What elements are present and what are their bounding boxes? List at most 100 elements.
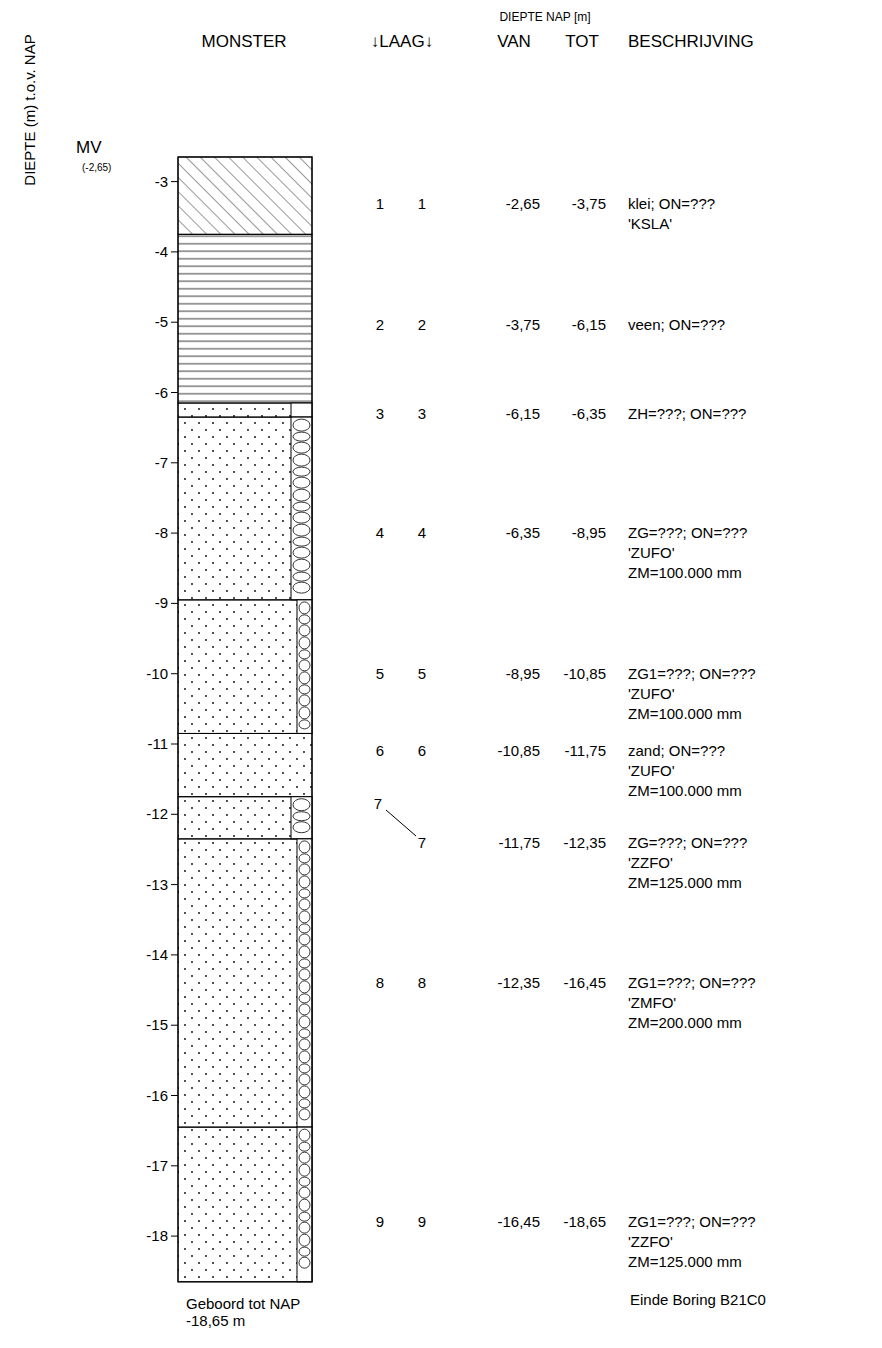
gravel-oval xyxy=(299,1222,310,1233)
depth-to: -6,35 xyxy=(572,405,606,422)
gravel-oval xyxy=(299,1187,310,1198)
depth-to: -8,95 xyxy=(572,524,606,541)
gravel-oval xyxy=(299,720,310,729)
gravel-strip xyxy=(297,1127,312,1282)
soil-layer xyxy=(178,733,312,796)
gravel-oval xyxy=(293,822,310,833)
gravel-oval xyxy=(299,1051,310,1063)
end-note: Einde Boring B21C0 xyxy=(630,1291,766,1308)
layer-description: 'ZZFO' xyxy=(628,854,673,871)
gravel-strip xyxy=(297,839,312,1127)
gravel-strip xyxy=(291,417,312,600)
depth-value: -8 xyxy=(155,524,168,541)
layer-description: 'ZUFO' xyxy=(628,544,675,561)
gravel-oval xyxy=(299,1142,310,1151)
surface-label: MV xyxy=(76,138,102,158)
soil-layer xyxy=(178,1127,312,1282)
gravel-oval xyxy=(299,876,310,888)
depth-to: -16,45 xyxy=(563,974,606,991)
gravel-oval xyxy=(293,524,310,536)
depth-value: -10 xyxy=(146,665,168,682)
depth-value: -9 xyxy=(155,595,168,612)
layer-description: 'ZMFO' xyxy=(628,994,676,1011)
gravel-oval xyxy=(299,1064,310,1073)
depth-from: -3,75 xyxy=(506,316,540,333)
gravel-oval xyxy=(299,602,310,614)
depth-tick xyxy=(171,814,178,815)
layer-description: klei; ON=??? xyxy=(628,195,715,212)
gravel-oval xyxy=(299,1257,310,1268)
gravel-oval xyxy=(299,695,310,706)
depth-value: -6 xyxy=(155,384,168,401)
gravel-oval xyxy=(299,1016,310,1028)
gravel-oval xyxy=(299,1164,310,1176)
layer-description: ZG1=???; ON=??? xyxy=(628,665,756,682)
soil-layer xyxy=(178,839,312,1127)
layer-number: 2 xyxy=(376,316,384,333)
leader-line xyxy=(386,810,416,836)
depth-tick xyxy=(171,1095,178,1096)
gravel-oval xyxy=(293,512,310,523)
gravel-oval xyxy=(299,637,310,649)
depth-tick xyxy=(171,673,178,674)
gravel-oval xyxy=(299,841,310,853)
layer-description: ZM=200.000 mm xyxy=(628,1014,742,1031)
gravel-oval xyxy=(293,572,310,581)
depth-tick xyxy=(171,884,178,885)
column-header: ↓LAAG↓ xyxy=(371,32,433,52)
depth-value: -4 xyxy=(155,243,168,260)
depth-tick xyxy=(171,462,178,463)
gravel-strip xyxy=(291,403,312,417)
layer-description: ZG1=???; ON=??? xyxy=(628,1213,756,1230)
layer-description: ZM=125.000 mm xyxy=(628,1253,742,1270)
gravel-oval xyxy=(299,1029,310,1038)
gravel-oval xyxy=(293,454,310,466)
gravel-oval xyxy=(299,1074,310,1085)
depth-to: -3,75 xyxy=(572,195,606,212)
soil-layer xyxy=(178,600,312,734)
depth-tick xyxy=(171,1236,178,1237)
depth-to: -12,35 xyxy=(563,834,606,851)
depth-value: -16 xyxy=(146,1087,168,1104)
column-outline xyxy=(178,157,312,1282)
surface-level: (-2,65) xyxy=(82,162,111,174)
gravel-oval xyxy=(299,1234,310,1246)
gravel-oval xyxy=(299,1099,310,1108)
layer-number: 6 xyxy=(418,742,426,759)
layer-number: 8 xyxy=(376,974,384,991)
gravel-oval xyxy=(293,537,310,546)
layer-number: 7 xyxy=(374,795,382,812)
layer-description: ZM=100.000 mm xyxy=(628,705,742,722)
gravel-oval xyxy=(299,1177,310,1186)
layer-description: ZM=100.000 mm xyxy=(628,782,742,799)
gravel-oval xyxy=(299,854,310,863)
depth-value: -17 xyxy=(146,1157,168,1174)
depth-tick xyxy=(171,1025,178,1026)
depth-from: -10,85 xyxy=(497,742,540,759)
gravel-oval xyxy=(299,994,310,1003)
layer-description: ZG1=???; ON=??? xyxy=(628,974,756,991)
layer-description: ZG=???; ON=??? xyxy=(628,834,747,851)
layer-number: 9 xyxy=(376,1213,384,1230)
gravel-oval xyxy=(293,799,310,811)
layer-number: 5 xyxy=(418,665,426,682)
gravel-oval xyxy=(299,969,310,980)
gravel-oval xyxy=(293,477,310,488)
depth-tick xyxy=(171,533,178,534)
gravel-oval xyxy=(293,442,310,453)
depth-value: -15 xyxy=(146,1017,168,1034)
layer-description: veen; ON=??? xyxy=(628,316,725,333)
gravel-oval xyxy=(299,959,310,968)
gravel-oval xyxy=(299,981,310,993)
column-header: BESCHRIJVING xyxy=(628,32,754,52)
gravel-strip xyxy=(297,600,312,734)
gravel-oval xyxy=(299,946,310,958)
gravel-oval xyxy=(293,489,310,501)
depth-value: -13 xyxy=(146,876,168,893)
layer-description: zand; ON=??? xyxy=(628,742,725,759)
column-header: MONSTER xyxy=(202,32,287,52)
axis-title: DIEPTE (m) t.o.v. NAP xyxy=(21,34,38,185)
depth-tick xyxy=(171,322,178,323)
gravel-oval xyxy=(299,650,310,659)
gravel-oval xyxy=(299,1129,310,1141)
